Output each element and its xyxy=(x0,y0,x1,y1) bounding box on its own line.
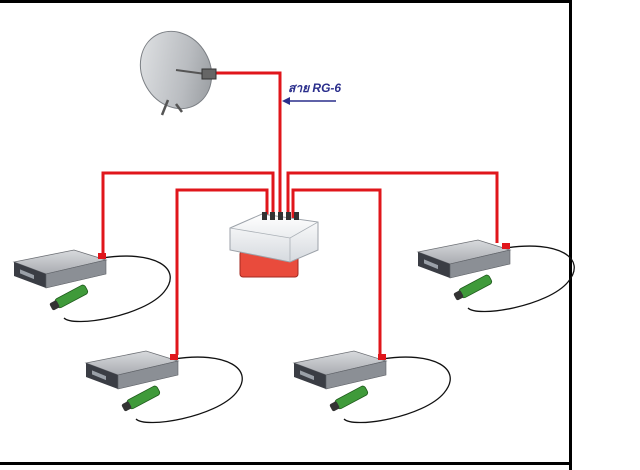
cable-dish-to-switch xyxy=(213,71,282,218)
rg6-cables xyxy=(101,71,499,355)
receiver-4-icon xyxy=(293,350,451,424)
cable-switch-to-receiver-1 xyxy=(101,171,275,253)
receiver-3-icon xyxy=(417,239,575,313)
cable-label-arrow xyxy=(282,97,336,105)
cable-switch-to-receiver-3 xyxy=(286,171,499,243)
cable-type-label: สาย RG-6 xyxy=(288,81,342,95)
frame-right-border xyxy=(569,0,572,470)
cable-switch-to-receiver-2 xyxy=(175,188,269,355)
receiver-1-icon xyxy=(13,249,171,323)
frame-bottom-border xyxy=(0,462,572,465)
multiswitch-icon xyxy=(229,212,319,278)
satellite-dish-icon xyxy=(139,30,217,116)
frame-top-border xyxy=(0,0,572,3)
receiver-2-icon xyxy=(85,350,243,424)
cable-switch-to-receiver-4 xyxy=(291,188,382,355)
